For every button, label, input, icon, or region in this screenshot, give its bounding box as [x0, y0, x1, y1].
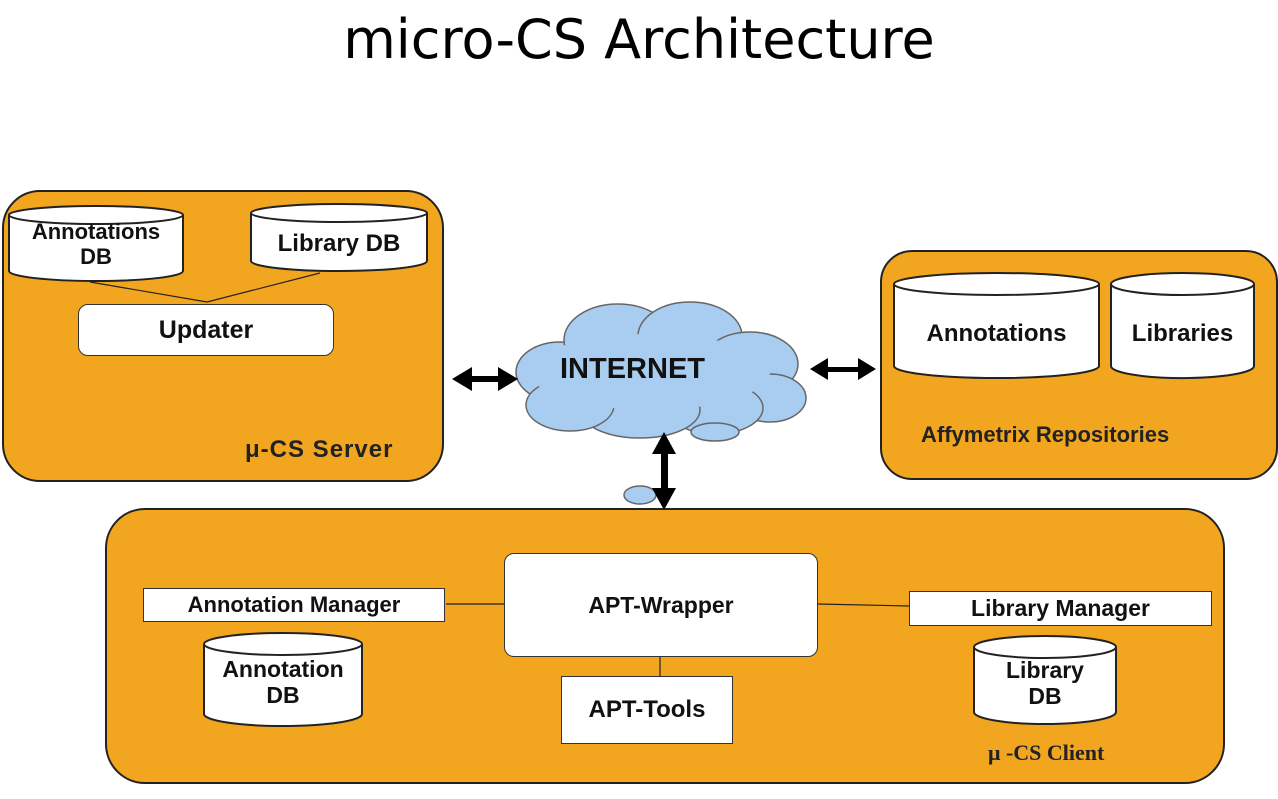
apt-wrapper-box: APT-Wrapper: [504, 553, 818, 657]
library-manager-box: Library Manager: [909, 591, 1212, 626]
internet-label: INTERNET: [560, 353, 705, 385]
server-library-db-cylinder: Library DB: [250, 203, 428, 273]
repositories-panel-label: Affymetrix Repositories: [921, 422, 1170, 447]
client-library-db-cylinder: Library DB: [973, 635, 1117, 725]
client-annotation-db-line1: Annotation: [222, 656, 344, 682]
repo-annotations-cylinder: Annotations: [893, 272, 1100, 380]
client-panel-label: μ -CS Client: [988, 740, 1105, 765]
client-annotation-db-line2: DB: [266, 682, 300, 709]
client-library-db-line1: Library: [1006, 657, 1084, 683]
repo-libraries-label: Libraries: [1131, 320, 1234, 347]
server-annotations-db-line2: DB: [80, 244, 112, 270]
client-library-db-line2: DB: [1028, 683, 1062, 710]
updater-box: Updater: [78, 304, 334, 356]
server-panel-label: μ-CS Server: [245, 436, 394, 463]
repo-annotations-label: Annotations: [926, 320, 1067, 347]
repo-libraries-cylinder: Libraries: [1110, 272, 1255, 380]
server-library-db-label: Library DB: [277, 230, 401, 257]
apt-tools-box: APT-Tools: [561, 676, 733, 744]
server-annotations-db-cylinder: Annotations DB: [8, 205, 184, 283]
internet-cloud: [515, 301, 807, 505]
server-annotations-db-line1: Annotations: [31, 219, 161, 244]
annotation-manager-box: Annotation Manager: [143, 588, 445, 622]
client-annotation-db-cylinder: Annotation DB: [203, 632, 363, 727]
page-title: micro-CS Architecture: [343, 8, 935, 71]
